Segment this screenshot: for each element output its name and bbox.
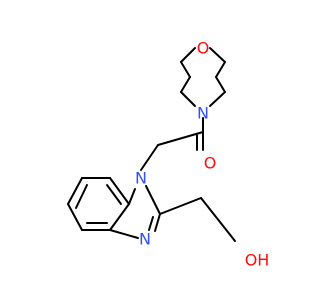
bond	[109, 203, 130, 231]
benzimidazole-n1-label: N	[135, 169, 147, 188]
bond	[209, 47, 226, 63]
bond	[140, 144, 159, 171]
bond	[180, 91, 196, 107]
bond	[148, 216, 154, 231]
bond	[215, 76, 226, 93]
bond	[157, 131, 204, 146]
bond	[159, 197, 202, 215]
bond	[128, 188, 136, 205]
molecule-structure: O N O N N OH	[67, 38, 270, 270]
bond	[67, 177, 83, 205]
bond	[180, 76, 191, 93]
bond	[109, 229, 139, 239]
hydroxyl-label: OH	[245, 251, 270, 270]
bond	[180, 61, 191, 78]
bond	[200, 197, 236, 242]
carbonyl-oxygen-label: O	[204, 154, 217, 173]
bond	[154, 213, 161, 232]
benzimidazole-n3-label: N	[139, 230, 151, 249]
morpholine-nitrogen-label: N	[197, 104, 209, 123]
bond	[209, 91, 226, 107]
bond	[145, 185, 161, 215]
aromatic-inner-bond	[106, 184, 122, 205]
bond	[215, 61, 226, 78]
morpholine-oxygen-label: O	[197, 39, 210, 58]
bond	[67, 203, 83, 231]
bonds	[67, 47, 236, 242]
bond	[109, 177, 130, 205]
atom-labels: O N O N N OH	[135, 39, 269, 270]
bond	[180, 47, 196, 63]
aromatic-inner-bond	[75, 184, 88, 209]
